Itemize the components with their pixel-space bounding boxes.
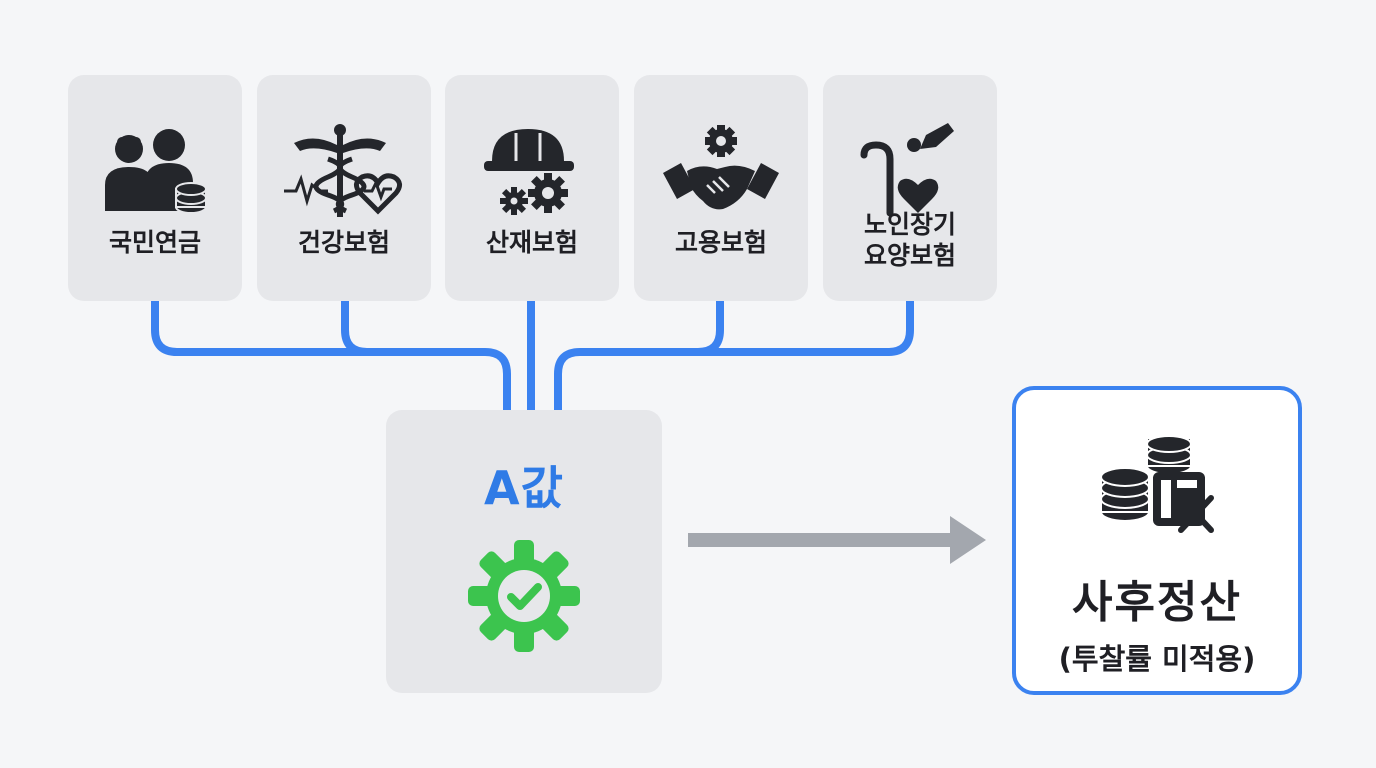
connector-2 — [341, 300, 485, 356]
coins-calculator-icon — [1100, 435, 1214, 533]
card-label: 국민연금 — [108, 228, 201, 257]
card-label: 산재보험 — [485, 228, 578, 257]
card-health-insurance: 건강보험 — [257, 75, 431, 301]
arrow-shaft — [688, 533, 954, 547]
arrow — [688, 516, 986, 564]
cane-hand-heart-icon — [860, 123, 954, 217]
connector-4 — [554, 300, 724, 412]
hard-hat-gears-icon — [484, 129, 574, 215]
post-settlement-title: 사후정산 — [1072, 577, 1242, 628]
connector-1 — [151, 300, 511, 412]
post-settlement-subtitle: (투찰률 미적용) — [1058, 642, 1256, 676]
card-national-pension: 국민연금 — [68, 75, 242, 301]
connector-5 — [698, 300, 914, 356]
card-label: 고용보험 — [674, 228, 767, 257]
handshake-gear-icon — [663, 125, 779, 210]
post-settlement-box: 사후정산 (투찰률 미적용) — [1012, 386, 1302, 695]
card-employment-insurance: 고용보험 — [634, 75, 808, 301]
a-value-box: A값 — [386, 410, 662, 693]
card-label: 노인장기 요양보험 — [863, 210, 956, 270]
caduceus-heartbeat-icon — [284, 124, 402, 217]
a-value-title: A값 — [484, 461, 564, 515]
arrow-head — [950, 516, 986, 564]
elderly-couple-coins-icon — [105, 129, 207, 213]
card-label: 건강보험 — [297, 228, 390, 257]
gear-check-icon — [468, 540, 580, 652]
card-industrial-accident-insurance: 산재보험 — [445, 75, 619, 301]
card-long-term-care-insurance: 노인장기 요양보험 — [823, 75, 997, 301]
